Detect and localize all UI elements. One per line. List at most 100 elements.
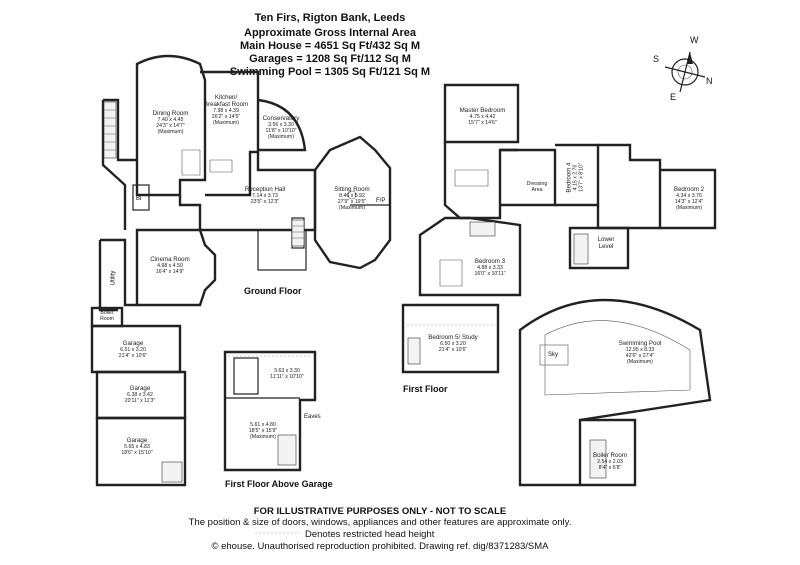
room-bed5: Bedroom 5/ Study 6.50 x 3.20 21'4" x 10'… <box>418 334 488 353</box>
copyright-text: © ehouse. Unauthorised reproduction proh… <box>211 541 549 552</box>
area-subtitle: Approximate Gross Internal Area <box>244 27 416 39</box>
first-floor-label: First Floor <box>403 384 448 394</box>
room-above-garage-2: 5.61 x 4.80 18'5" x 15'9" (Maximum) <box>238 422 288 440</box>
room-garage-2-imperial: 20'11" x 11'3" <box>124 398 156 404</box>
room-conservatory: Conservatory 3.56 x 3.30 11'8" x 10'10" … <box>256 115 306 140</box>
room-reception-name: Reception Hall <box>244 186 286 193</box>
room-bed2-name: Bedroom 2 <box>673 186 705 193</box>
room-boiler-pool-name: Boiler Room <box>592 452 628 459</box>
plan-title: Ten Firs, Rigton Bank, Leeds <box>254 12 406 24</box>
room-above-garage-2-imperial: 18'5" x 15'9" <box>248 428 278 434</box>
room-bed4-name: Bedroom 4 <box>565 162 573 193</box>
room-dining-name: Dining Room <box>152 110 189 117</box>
room-bed4: Bedroom 4 4.15 x 2.70 13'7" x 8'10" <box>566 153 585 203</box>
room-dining: Dining Room 7.40 x 4.45 24'3" x 14'7" (M… <box>143 110 198 135</box>
room-bed2-imperial: 14'3" x 12'4" <box>674 199 704 205</box>
approximate-note: The position & size of doors, windows, a… <box>188 517 572 528</box>
room-pool-note: (Maximum) <box>627 359 653 365</box>
room-sitting-note: (Maximum) <box>339 205 365 211</box>
room-reception-imperial: 23'5" x 12'3" <box>250 199 280 205</box>
ground-floor-walls <box>90 54 392 487</box>
room-conservatory-note: (Maximum) <box>268 134 294 140</box>
room-bed2-note: (Maximum) <box>676 205 702 211</box>
utility-label: Utility <box>110 270 117 286</box>
room-above-garage-2-note: (Maximum) <box>250 434 276 440</box>
fireplace-label: F/P <box>376 198 386 204</box>
room-conservatory-name: Conservatory <box>262 115 300 122</box>
room-bed2-metric: 4.34 x 3.76 <box>676 193 702 199</box>
room-bed2: Bedroom 2 4.34 x 3.76 14'3" x 12'4" (Max… <box>664 186 714 211</box>
room-garage-1: Garage 6.51 x 3.20 21'4" x 10'6" <box>108 340 158 359</box>
sky-label: Sky <box>548 352 559 358</box>
room-dining-imperial: 24'3" x 14'7" <box>156 123 185 129</box>
room-lower-level: Lower Level <box>588 236 624 250</box>
room-garage-3-name: Garage <box>126 437 148 444</box>
pool-area: Swimming Pool = 1305 Sq Ft/121 Sq M <box>229 66 431 78</box>
room-dining-note: (Maximum) <box>157 129 184 135</box>
room-boiler: Boiler Room <box>92 310 122 322</box>
compass-e: E <box>670 92 677 102</box>
room-above-garage-1-imperial: 11'11" x 10'10" <box>270 374 304 380</box>
room-above-garage-1-metric: 3.63 x 3.30 <box>274 368 300 374</box>
room-boiler-name2: Room <box>100 316 114 322</box>
room-bed5-name: Bedroom 5/ Study <box>428 334 478 341</box>
room-garage-3-imperial: 18'6" x 15'10" <box>121 450 153 456</box>
room-bed3-name: Bedroom 3 <box>474 258 506 265</box>
room-boiler-pool: Boiler Room 2.54 x 2.03 8'4" x 6'8" <box>585 452 635 471</box>
compass-n: N <box>706 76 713 86</box>
room-garage-1-metric: 6.51 x 3.20 <box>120 347 146 353</box>
bi-label: Bi <box>136 196 142 202</box>
room-dressing-name: Dressing <box>526 181 548 187</box>
room-master-name: Master Bedroom <box>459 107 506 114</box>
room-lower-level-name: Lower <box>597 236 615 243</box>
room-kitchen-name: Kitchen/ <box>214 94 238 101</box>
room-kitchen-metric: 7.98 x 4.39 <box>213 108 239 114</box>
room-bed3-metric: 4.88 x 3.33 <box>477 265 503 271</box>
room-boiler-pool-metric: 2.54 x 2.03 <box>597 459 623 465</box>
room-cinema-metric: 4.98 x 4.50 <box>157 263 183 269</box>
room-pool: Swimming Pool 12.95 x 8.33 42'6" x 27'4"… <box>605 340 675 365</box>
room-cinema-name: Cinema Room <box>150 256 190 263</box>
room-bed5-metric: 6.50 x 3.20 <box>440 341 466 347</box>
room-reception: Reception Hall 7.14 x 3.73 23'5" x 12'3" <box>240 186 290 205</box>
room-above-garage-1: 3.63 x 3.30 11'11" x 10'10" <box>262 368 312 380</box>
room-bed5-imperial: 21'4" x 10'6" <box>438 347 468 353</box>
room-sitting-metric: 8.46 x 5.92 <box>339 193 365 199</box>
room-bed3: Bedroom 3 4.88 x 3.33 16'0" x 10'11" <box>465 258 515 277</box>
room-above-garage-2-metric: 5.61 x 4.80 <box>250 422 276 428</box>
room-master-imperial: 15'7" x 14'6" <box>468 120 497 126</box>
room-bed3-imperial: 16'0" x 10'11" <box>474 271 506 277</box>
restricted-height-note: Denotes restricted head height <box>305 529 435 540</box>
room-sitting-name: Sitting Room <box>334 186 370 193</box>
room-conservatory-imperial: 11'8" x 10'10" <box>265 128 297 134</box>
room-kitchen-imperial: 26'2" x 14'5" <box>211 114 241 120</box>
room-kitchen-name2: Breakfast Room <box>203 101 249 108</box>
room-pool-imperial: 42'6" x 27'4" <box>625 353 655 359</box>
room-boiler-name: Boiler <box>100 310 114 316</box>
room-garage-1-imperial: 21'4" x 10'6" <box>118 353 148 359</box>
room-garage-3-metric: 5.65 x 4.83 <box>124 444 150 450</box>
pool-building-walls <box>518 298 712 487</box>
room-dressing: Dressing Area <box>522 181 552 193</box>
room-cinema-imperial: 16'4" x 14'9" <box>155 269 185 275</box>
above-garage-floor-label: First Floor Above Garage <box>225 479 333 489</box>
room-cinema: Cinema Room 4.98 x 4.50 16'4" x 14'9" <box>145 256 195 275</box>
room-reception-metric: 7.14 x 3.73 <box>252 193 278 199</box>
room-master-metric: 4.75 x 4.42 <box>469 114 496 120</box>
compass-rose <box>664 51 706 93</box>
disclaimer-text: FOR ILLUSTRATIVE PURPOSES ONLY - NOT TO … <box>253 506 507 517</box>
main-house-area: Main House = 4651 Sq Ft/432 Sq M <box>239 40 421 52</box>
ground-floor-stairs <box>103 101 357 247</box>
ground-floor-label: Ground Floor <box>244 286 302 296</box>
room-master: Master Bedroom 4.75 x 4.42 15'7" x 14'6" <box>455 107 510 126</box>
eaves-label: Eaves <box>304 414 321 420</box>
room-garage-2: Garage 6.38 x 3.42 20'11" x 11'3" <box>115 385 165 404</box>
room-pool-name: Swimming Pool <box>618 340 662 347</box>
above-garage-walls <box>223 350 317 472</box>
compass-s: S <box>653 54 660 64</box>
room-garage-2-name: Garage <box>129 385 151 392</box>
compass-w: W <box>690 35 699 45</box>
room-boiler-pool-imperial: 8'4" x 6'8" <box>598 465 622 471</box>
garages-area: Garages = 1208 Sq Ft/112 Sq M <box>249 53 411 65</box>
